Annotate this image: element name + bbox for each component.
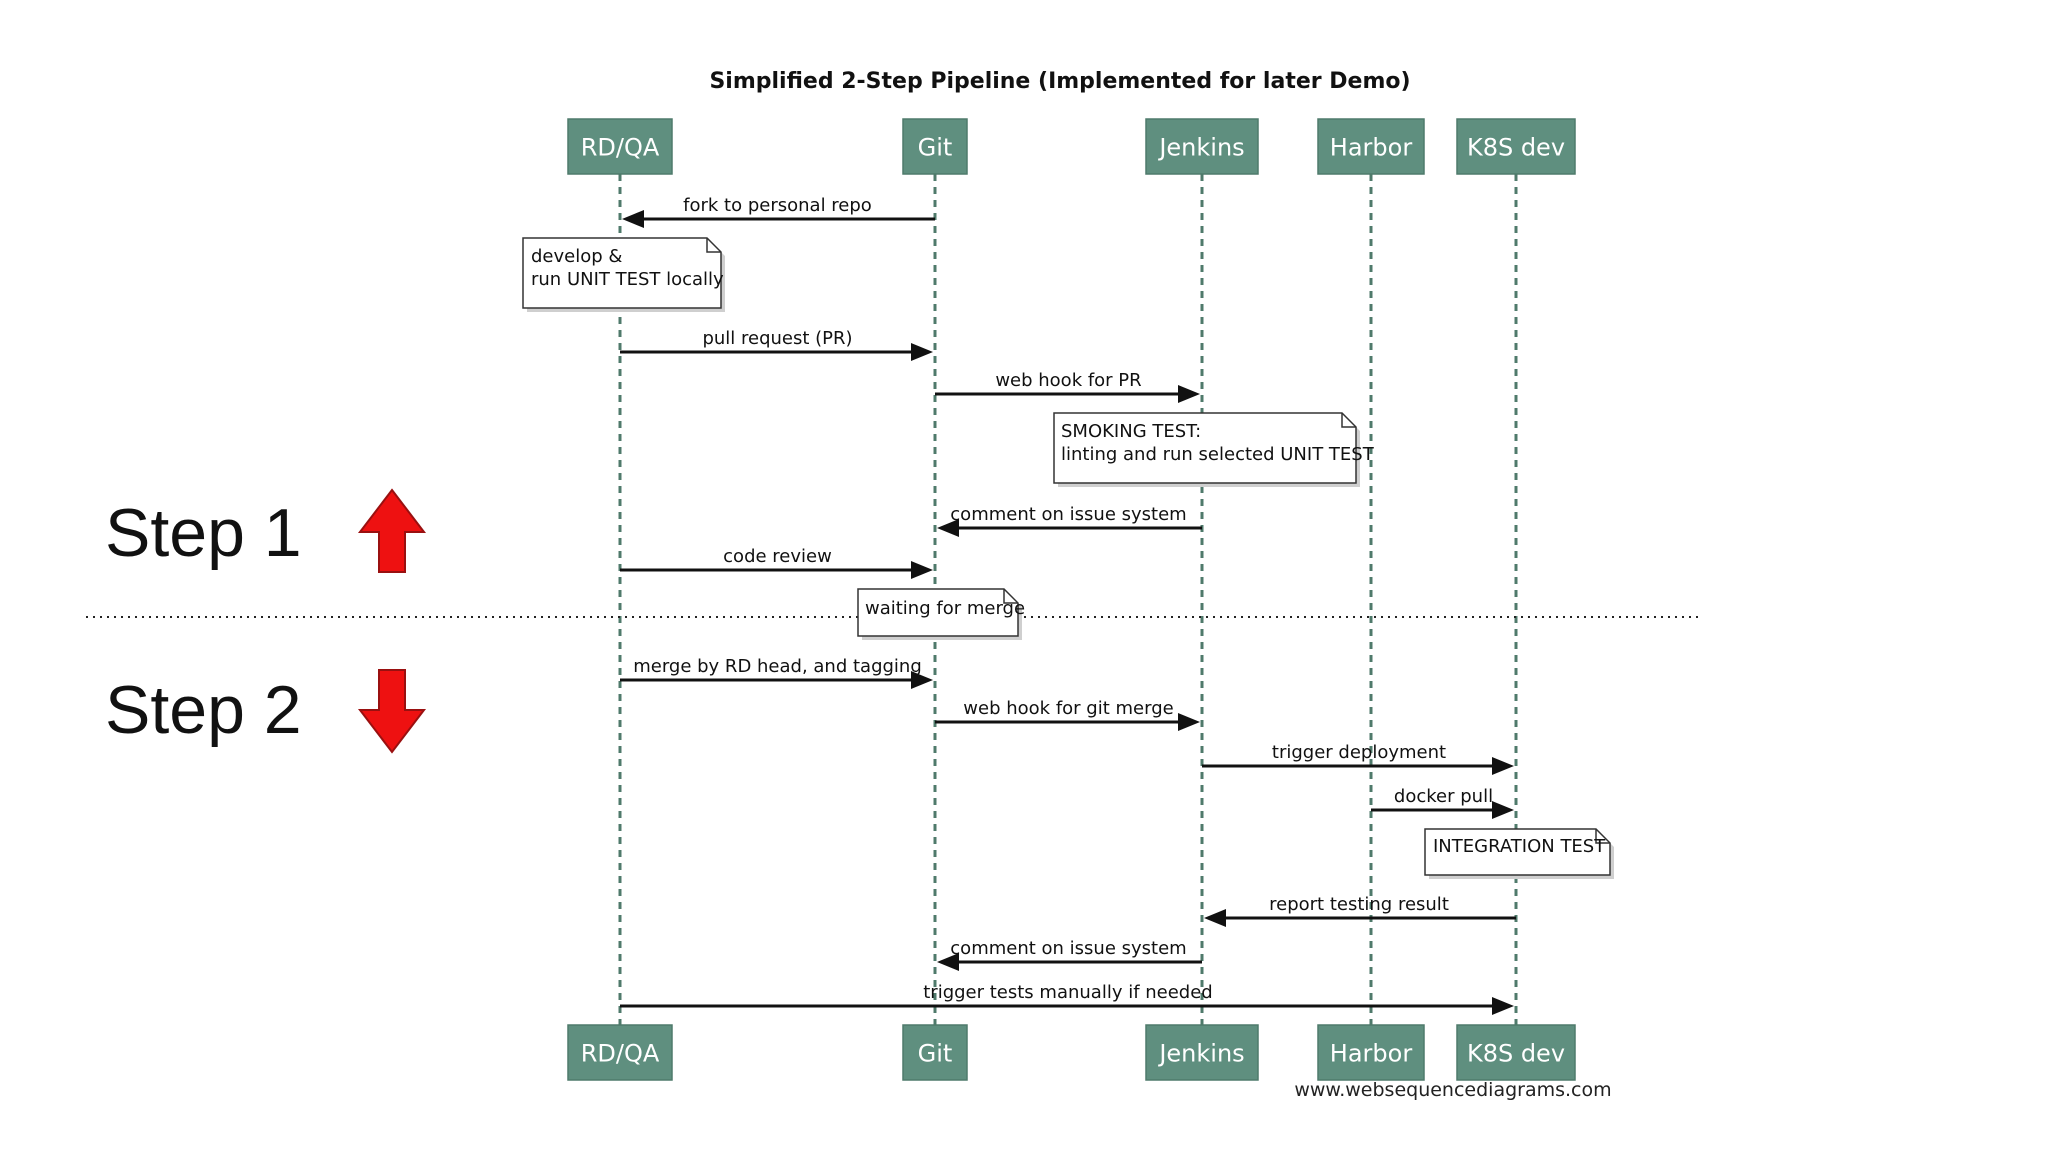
message: web hook for git merge — [935, 698, 1200, 731]
message: code review — [620, 546, 933, 579]
message-label: docker pull — [1394, 786, 1493, 807]
note: develop &run UNIT TEST locally — [522, 237, 725, 312]
message-label: merge by RD head, and tagging — [633, 656, 922, 677]
message-arrowhead — [1178, 713, 1200, 731]
actor-box — [1456, 1024, 1576, 1081]
note-box — [1053, 412, 1357, 484]
note-box — [1424, 828, 1611, 876]
step-1-label: Step 1 — [105, 495, 302, 571]
messages: fork to personal repo pull request (PR) we… — [620, 195, 1516, 1015]
message-arrowhead — [622, 210, 644, 228]
actor-jenkins-bottom: Jenkins — [1145, 1024, 1259, 1081]
down-arrow-icon — [357, 669, 427, 754]
note-text: develop & — [531, 246, 622, 267]
actor-box — [1145, 118, 1259, 175]
up-arrow-icon — [357, 488, 427, 573]
actor-box — [1145, 1024, 1259, 1081]
message-label: web hook for PR — [995, 370, 1141, 391]
actor-box — [902, 1024, 968, 1081]
actor-jenkins-top: Jenkins — [1145, 118, 1259, 175]
actor-label: Git — [918, 1040, 953, 1068]
actor-box — [567, 118, 673, 175]
message-arrowhead — [1492, 997, 1514, 1015]
message: report testing result — [1204, 894, 1516, 927]
note-text: linting and run selected UNIT TEST — [1061, 444, 1375, 465]
message-arrowhead — [1492, 757, 1514, 775]
message-label: pull request (PR) — [702, 328, 852, 349]
message-arrowhead — [937, 519, 959, 537]
message-arrowhead — [911, 343, 933, 361]
actor-harbor-top: Harbor — [1317, 118, 1425, 175]
message-arrowhead — [1178, 385, 1200, 403]
actor-harbor-bottom: Harbor — [1317, 1024, 1425, 1081]
note: waiting for merge — [857, 588, 1025, 640]
message-label: web hook for git merge — [963, 698, 1173, 719]
note-box — [522, 237, 722, 309]
message-arrowhead — [911, 561, 933, 579]
note-text: SMOKING TEST: — [1061, 421, 1201, 442]
message-label: comment on issue system — [950, 504, 1186, 525]
step-2: Step 2 — [105, 669, 427, 754]
actor-box — [902, 118, 968, 175]
actor-label: Harbor — [1330, 134, 1413, 162]
message: trigger deployment — [1202, 742, 1514, 775]
actor-rdqa-bottom: RD/QA — [567, 1024, 673, 1081]
actor-git-top: Git — [902, 118, 968, 175]
message-label: fork to personal repo — [683, 195, 872, 216]
footer-credit: www.websequencediagrams.com — [1294, 1079, 1611, 1101]
message-arrowhead — [1204, 909, 1226, 927]
actor-rdqa-top: RD/QA — [567, 118, 673, 175]
note-fold — [706, 238, 721, 253]
message: comment on issue system — [937, 938, 1202, 971]
actor-box — [567, 1024, 673, 1081]
actor-label: Jenkins — [1157, 134, 1244, 162]
actor-k8s-top: K8S dev — [1456, 118, 1576, 175]
actor-label: RD/QA — [581, 134, 660, 162]
actor-git-bottom: Git — [902, 1024, 968, 1081]
actor-label: Jenkins — [1157, 1040, 1244, 1068]
actor-label: Harbor — [1330, 1040, 1413, 1068]
actor-label: K8S dev — [1467, 134, 1565, 162]
actor-box — [1317, 1024, 1425, 1081]
message-arrowhead — [937, 953, 959, 971]
message: merge by RD head, and tagging — [620, 656, 933, 689]
message-label: trigger deployment — [1272, 742, 1446, 763]
note-text: run UNIT TEST locally — [531, 269, 724, 290]
message-label: code review — [723, 546, 832, 567]
message-label: report testing result — [1269, 894, 1449, 915]
message: fork to personal repo — [622, 195, 935, 228]
actor-label: Git — [918, 134, 953, 162]
note-box — [857, 588, 1019, 637]
note-fold — [1003, 589, 1018, 604]
actor-label: RD/QA — [581, 1040, 660, 1068]
note-fold — [1595, 829, 1610, 844]
note-fold — [1341, 413, 1356, 428]
message-arrowhead — [911, 671, 933, 689]
actors-top: RD/QA Git Jenkins Harbor K8S dev — [567, 118, 1576, 175]
message: comment on issue system — [937, 504, 1202, 537]
message-arrowhead — [1492, 801, 1514, 819]
message: trigger tests manually if needed — [620, 982, 1514, 1015]
actor-box — [1317, 118, 1425, 175]
message: pull request (PR) — [620, 328, 933, 361]
note-text: waiting for merge — [865, 598, 1025, 619]
actor-box — [1456, 118, 1576, 175]
diagram-title: Simplified 2-Step Pipeline (Implemented … — [709, 69, 1410, 94]
message: web hook for PR — [935, 370, 1200, 403]
message: docker pull — [1371, 786, 1514, 819]
note: INTEGRATION TEST — [1424, 828, 1614, 879]
step-2-label: Step 2 — [105, 672, 302, 748]
note: SMOKING TEST:linting and run selected UN… — [1053, 412, 1375, 487]
message-label: comment on issue system — [950, 938, 1186, 959]
note-text: INTEGRATION TEST — [1433, 836, 1606, 857]
actor-k8s-bottom: K8S dev — [1456, 1024, 1576, 1081]
step-1: Step 1 — [105, 488, 427, 573]
actor-label: K8S dev — [1467, 1040, 1565, 1068]
message-label: trigger tests manually if needed — [923, 982, 1213, 1003]
actors-bottom: RD/QA Git Jenkins Harbor K8S dev — [567, 1024, 1576, 1081]
